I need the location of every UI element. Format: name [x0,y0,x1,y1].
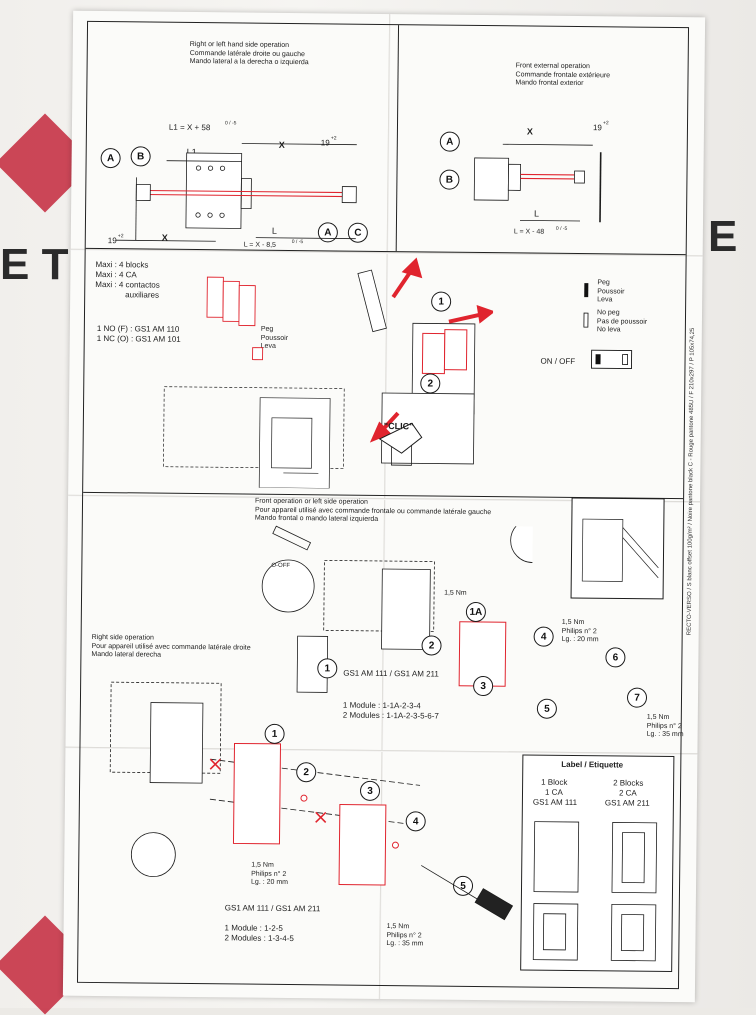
side-operation-drawing [106,132,377,245]
instruction-sheet: Right or left hand side operation Comman… [63,11,705,1003]
sheet-frame: Right or left hand side operation Comman… [77,21,689,989]
legend-no-peg-es: No leva [597,326,621,335]
right-module-1: 1 Module : 1-2-5 [225,923,283,933]
right-torque-2: 1,5 Nm [387,923,410,932]
front-torque-1: 1,5 Nm [444,590,467,599]
label-a-right: A [440,132,460,152]
step-2-clip: 2 [420,373,440,393]
l-formula-right: L = X - 48 [514,228,544,237]
right-philips-1: Philips n° 2 [251,870,286,879]
front-step-1a: 1A [466,602,486,622]
front-step-7: 7 [627,688,647,708]
o-off-text: O-OFF [271,562,290,571]
label-col2-line3: GS1 AM 211 [605,798,650,808]
label-col2-line1: 2 Blocks [613,778,643,788]
label-etiquette-box: Label / Etiquette 1 Block 1 CA GS1 AM 11… [520,754,674,972]
maxi-ca: Maxi : 4 CA [95,270,136,280]
nineteen-right: 19 [593,123,602,133]
aux-contact-drawing [133,266,375,489]
front-philips-2: Philips n° 2 [562,627,597,636]
divider-top-vertical [396,25,399,251]
legend-peg-fr: Poussoir [597,288,624,297]
front-operation-drawing [462,136,613,228]
right-lg20: Lg. : 20 mm [251,879,288,888]
side-print-info: RECTO-VERSO / S blanc offset 100g/m² / N… [687,328,696,636]
peg-legend-swatches [583,281,594,341]
right-step-2: 2 [296,762,316,782]
legend-peg-en: Peg [597,279,610,288]
right-model: GS1 AM 111 / GS1 AM 211 [225,903,321,914]
wall-lettering-right: E [708,212,737,262]
screwdriver-drawing [419,861,520,932]
legend-peg-es: Leva [597,296,612,305]
on-off-symbol [590,349,634,371]
detail-inset-drawing [570,497,667,608]
front-lg20: Lg. : 20 mm [562,636,599,645]
o-off-badge: O-OFF [257,562,299,592]
label-col1-line1: 1 Block [541,778,567,788]
front-step-5: 5 [537,699,557,719]
front-torque-2: 1,5 Nm [562,619,585,628]
on-off-label: ON / OFF [540,357,575,367]
front-step-4: 4 [534,627,554,647]
label-col2-line2: 2 CA [619,788,637,798]
label-box-diagrams [531,814,663,965]
right-step-4: 4 [406,811,426,831]
clic-label: "CLIC" [384,421,414,432]
clip-on-drawing [351,253,494,494]
right-section-title-es: Mando lateral derecha [91,651,161,660]
wall-lettering-left: E T [0,240,68,290]
legend-no-peg-en: No peg [597,309,620,318]
front-step-3: 3 [473,676,493,696]
right-torque-1: 1,5 Nm [251,862,274,871]
right-module-2: 2 Modules : 1-3-4-5 [224,933,293,943]
right-step-1: 1 [265,724,285,744]
front-step-6: 6 [605,647,625,667]
right-lg35: Lg. : 35 mm [386,940,423,949]
label-col1-line3: GS1 AM 111 [533,798,577,808]
front-lg35: Lg. : 35 mm [647,731,684,740]
label-box-title: Label / Etiquette [561,760,623,770]
label-col1-line2: 1 CA [545,788,563,798]
header-right-left-es: Mando lateral a la derecha o izquierda [190,58,309,68]
step-1-clip: 1 [431,291,451,311]
l1-tolerance: 0 / -5 [225,119,236,128]
front-torque-3: 1,5 Nm [647,714,670,723]
right-philips-2: Philips n° 2 [386,932,421,941]
label-b-right: B [439,170,459,190]
right-step-3: 3 [360,781,380,801]
front-step-2: 2 [421,635,441,655]
front-philips-3: Philips n° 2 [647,722,682,731]
tol-right: +2 [603,119,609,128]
header-front-es: Mando frontal exterior [515,79,583,88]
l1-formula: L1 = X + 58 [169,123,210,133]
